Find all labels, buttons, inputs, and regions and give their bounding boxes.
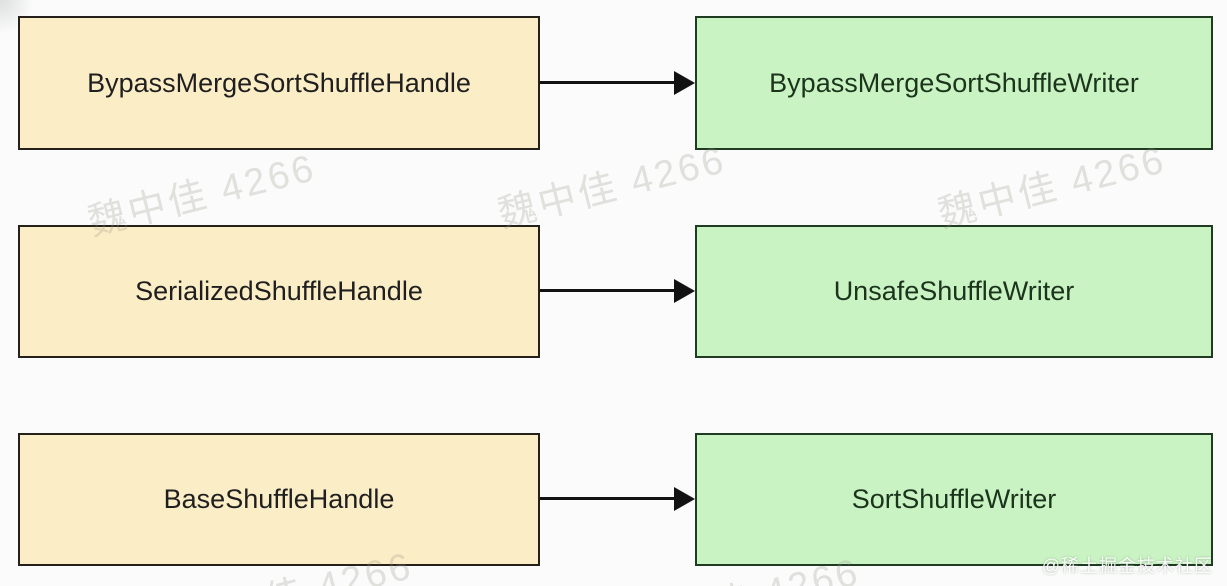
arrow-head-icon (674, 487, 695, 511)
handle-box-base: BaseShuffleHandle (18, 433, 540, 566)
arrow-line (540, 497, 677, 500)
handle-box-serialized: SerializedShuffleHandle (18, 225, 540, 358)
writer-box-sort: SortShuffleWriter (695, 433, 1213, 566)
writer-box-bypass-merge-sort: BypassMergeSortShuffleWriter (695, 16, 1213, 150)
arrow-line (540, 289, 677, 292)
arrow-row-3 (540, 487, 695, 511)
writer-box-label: UnsafeShuffleWriter (833, 276, 1075, 307)
writer-box-label: BypassMergeSortShuffleWriter (769, 67, 1139, 98)
handle-box-label: BaseShuffleHandle (163, 484, 395, 515)
arrow-row-2 (540, 279, 695, 303)
handle-box-label: BypassMergeSortShuffleHandle (87, 67, 471, 98)
juejin-community-watermark: @稀土掘金技术社区 (1041, 556, 1213, 576)
handle-box-bypass-merge-sort: BypassMergeSortShuffleHandle (18, 16, 540, 150)
arrow-line (540, 81, 677, 84)
arrow-head-icon (674, 71, 695, 95)
arrow-row-1 (540, 71, 695, 95)
writer-box-label: SortShuffleWriter (851, 484, 1057, 515)
handle-box-label: SerializedShuffleHandle (135, 276, 423, 307)
writer-box-unsafe: UnsafeShuffleWriter (695, 225, 1213, 358)
arrow-head-icon (674, 279, 695, 303)
